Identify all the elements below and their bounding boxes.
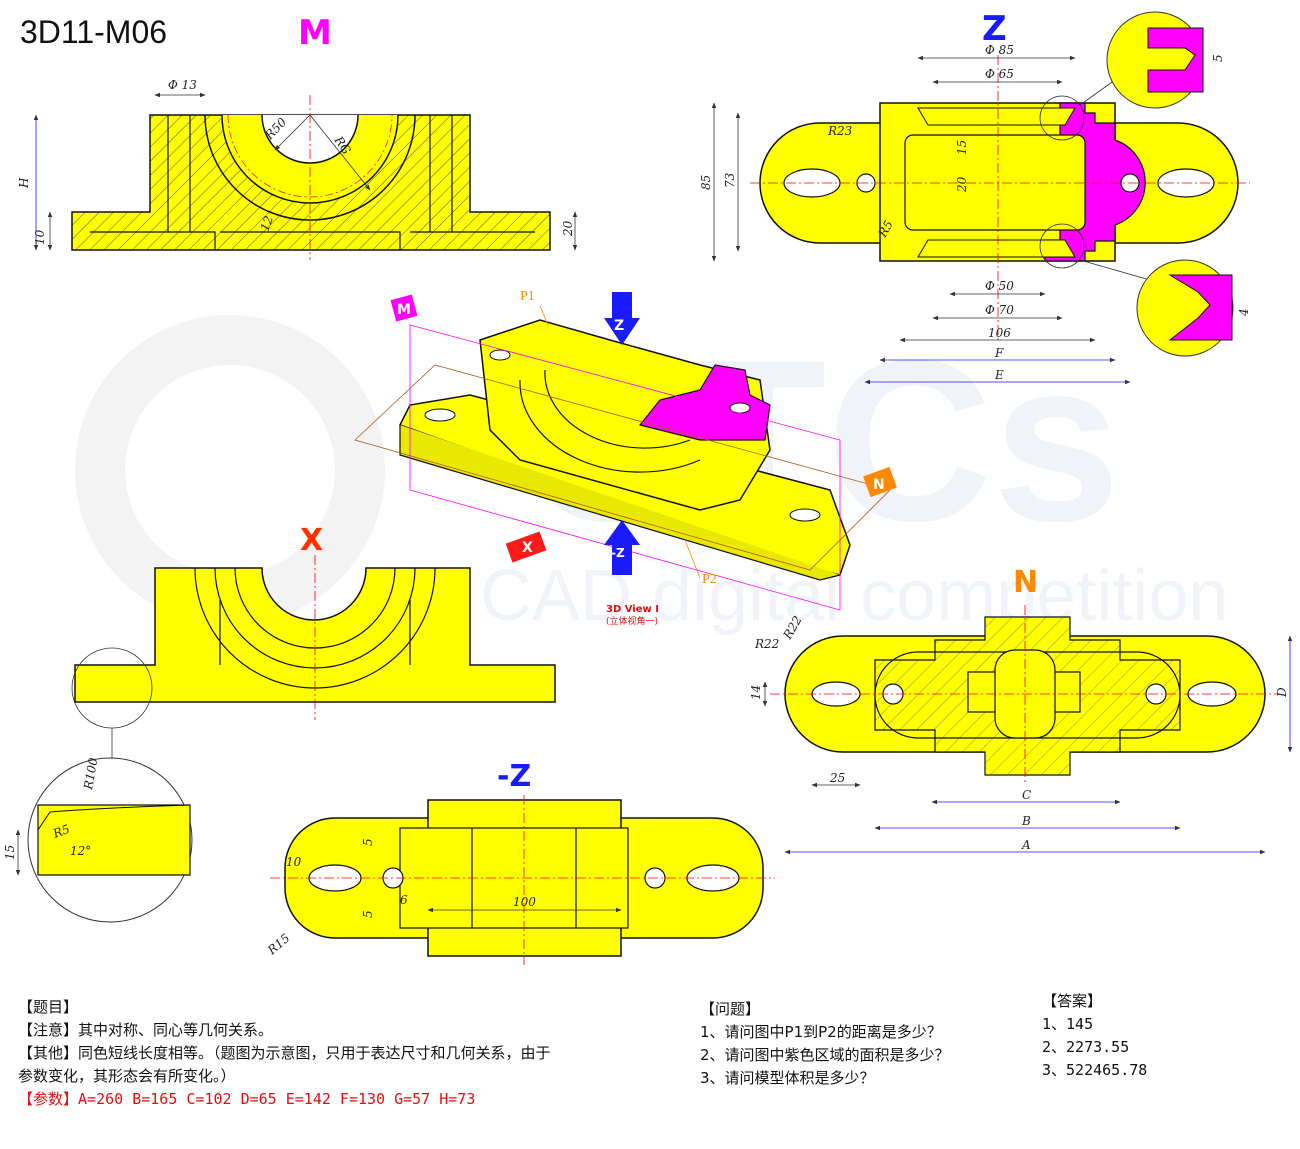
iso-label-x: X — [522, 540, 533, 556]
view-negz-bottom: -Z 5 10 6 100 5 R15 — [264, 759, 775, 965]
dim-z-d85: Φ 85 — [985, 43, 1014, 57]
view-z-top: Z Φ 85 Φ 65 R23 15 20 R5 85 73 Φ 50 Φ 70… — [699, 9, 1251, 385]
question-2: 2、请问图中紫色区域的面积是多少？ — [700, 1046, 950, 1064]
view-label-z: Z — [982, 9, 1007, 49]
view-label-m: M — [298, 13, 332, 53]
answers-block: 【答案】 1、145 2、2273.55 3、522465.78 — [1042, 990, 1282, 1082]
dim-n-b: B — [1021, 814, 1031, 828]
answers-header: 【答案】 — [1042, 992, 1103, 1010]
iso-label-z: Z — [614, 318, 624, 334]
dim-z-r23: R23 — [827, 124, 853, 138]
params-line: 【参数】A=260 B=165 C=102 D=65 E=142 F=130 G… — [18, 1088, 688, 1111]
dim-z-85: 85 — [699, 175, 713, 190]
other-text-2: 参数变化，其形态会有所变化。） — [18, 1067, 236, 1085]
dim-z-d70: Φ 70 — [985, 303, 1014, 317]
drawing-title: 3D11-M06 — [20, 14, 168, 50]
dim-n-14: 14 — [749, 685, 763, 700]
dim-z-e: E — [994, 368, 1004, 382]
dim-z-20: 20 — [955, 176, 969, 193]
dim-negz-100: 100 — [513, 895, 536, 909]
questions-block: 【问题】 1、请问图中P1到P2的距离是多少？ 2、请问图中紫色区域的面积是多少… — [700, 998, 1030, 1090]
other-text-1: 同色短线长度相等。（题图为示意图，只用于表达尺寸和几何关系，由于 — [78, 1044, 551, 1062]
dim-negz-r15: R15 — [264, 931, 292, 958]
dim-n-r22a: R22 — [754, 637, 779, 651]
note-label: 【注意】 — [18, 1021, 79, 1039]
dim-m-10: 10 — [33, 229, 47, 245]
dim-n-a: A — [1021, 838, 1031, 852]
dim-z-d65: Φ 65 — [985, 67, 1014, 81]
question-3: 3、请问模型体积是多少？ — [700, 1069, 875, 1087]
dim-negz-5b: 5 — [361, 910, 375, 918]
dim-x-15: 15 — [3, 845, 17, 860]
params-label: 【参数】 — [18, 1090, 79, 1108]
answer-1: 1、145 — [1042, 1015, 1094, 1033]
iso-label-n: N — [873, 477, 885, 493]
dim-z-f: F — [994, 346, 1004, 360]
questions-header: 【问题】 — [700, 1000, 761, 1018]
dim-m-d13: Φ 13 — [168, 78, 197, 92]
dim-negz-5a: 5 — [361, 838, 375, 846]
dim-negz-6: 6 — [400, 893, 408, 907]
view-x-front: X R100 R5 12° 15 — [3, 523, 556, 923]
note-text: 其中对称、同心等几何关系。 — [78, 1021, 274, 1039]
dim-z-73: 73 — [723, 172, 737, 188]
dim-m-12: 12 — [258, 214, 276, 233]
iso-view-caption: 3D View I — [606, 604, 659, 615]
dim-m-h: H — [17, 177, 31, 189]
dim-x-12deg: 12° — [70, 844, 91, 858]
dim-n-c: C — [1022, 788, 1031, 802]
question-1: 1、请问图中P1到P2的距离是多少？ — [700, 1023, 942, 1041]
dim-z-106: 106 — [988, 326, 1011, 340]
dim-z-15: 15 — [955, 140, 969, 155]
params-text: A=260 B=165 C=102 D=65 E=142 F=130 G=57 … — [78, 1090, 476, 1108]
answer-2: 2、2273.55 — [1042, 1038, 1130, 1056]
dim-z-det4: 4 — [1237, 308, 1251, 317]
iso-label-p2: P2 — [702, 572, 717, 587]
view-label-x: X — [300, 523, 323, 558]
dim-n-d: D — [1275, 687, 1289, 698]
watermark-text-2: CAD digital competition — [480, 556, 1228, 636]
view-label-n: N — [1013, 565, 1038, 600]
topic-header: 【题目】 — [18, 998, 79, 1016]
problem-notes: 【题目】 【注意】其中对称、同心等几何关系。 【其他】同色短线长度相等。（题图为… — [18, 996, 688, 1111]
answer-3: 3、522465.78 — [1042, 1061, 1148, 1079]
dim-n-25: 25 — [829, 771, 845, 785]
dim-x-r5: R5 — [50, 822, 71, 841]
dim-z-d50: Φ 50 — [985, 279, 1014, 293]
other-label: 【其他】 — [18, 1044, 79, 1062]
dim-z-det5: 5 — [1211, 54, 1225, 62]
iso-label-m: M — [397, 302, 411, 318]
view-label-negz: -Z — [497, 759, 531, 794]
other-line: 【其他】同色短线长度相等。（题图为示意图，只用于表达尺寸和几何关系，由于 — [18, 1042, 688, 1065]
dim-negz-10: 10 — [286, 855, 302, 869]
iso-label-negz: -Z — [611, 546, 625, 560]
view-m-section: M Φ 13 R50 RG H 10 20 12 — [17, 13, 578, 260]
iso-view-subcaption: (立体视角一) — [606, 615, 658, 627]
dim-x-r100: R100 — [81, 756, 101, 791]
note-line: 【注意】其中对称、同心等几何关系。 — [18, 1019, 688, 1042]
dim-m-20: 20 — [561, 220, 575, 237]
iso-label-p1: P1 — [520, 289, 535, 304]
view-iso: M Z -Z N X P1 P2 3D View I (立体视角一) — [354, 289, 897, 627]
view-n-section: N R22 R22 14 25 C B A D — [749, 565, 1293, 855]
